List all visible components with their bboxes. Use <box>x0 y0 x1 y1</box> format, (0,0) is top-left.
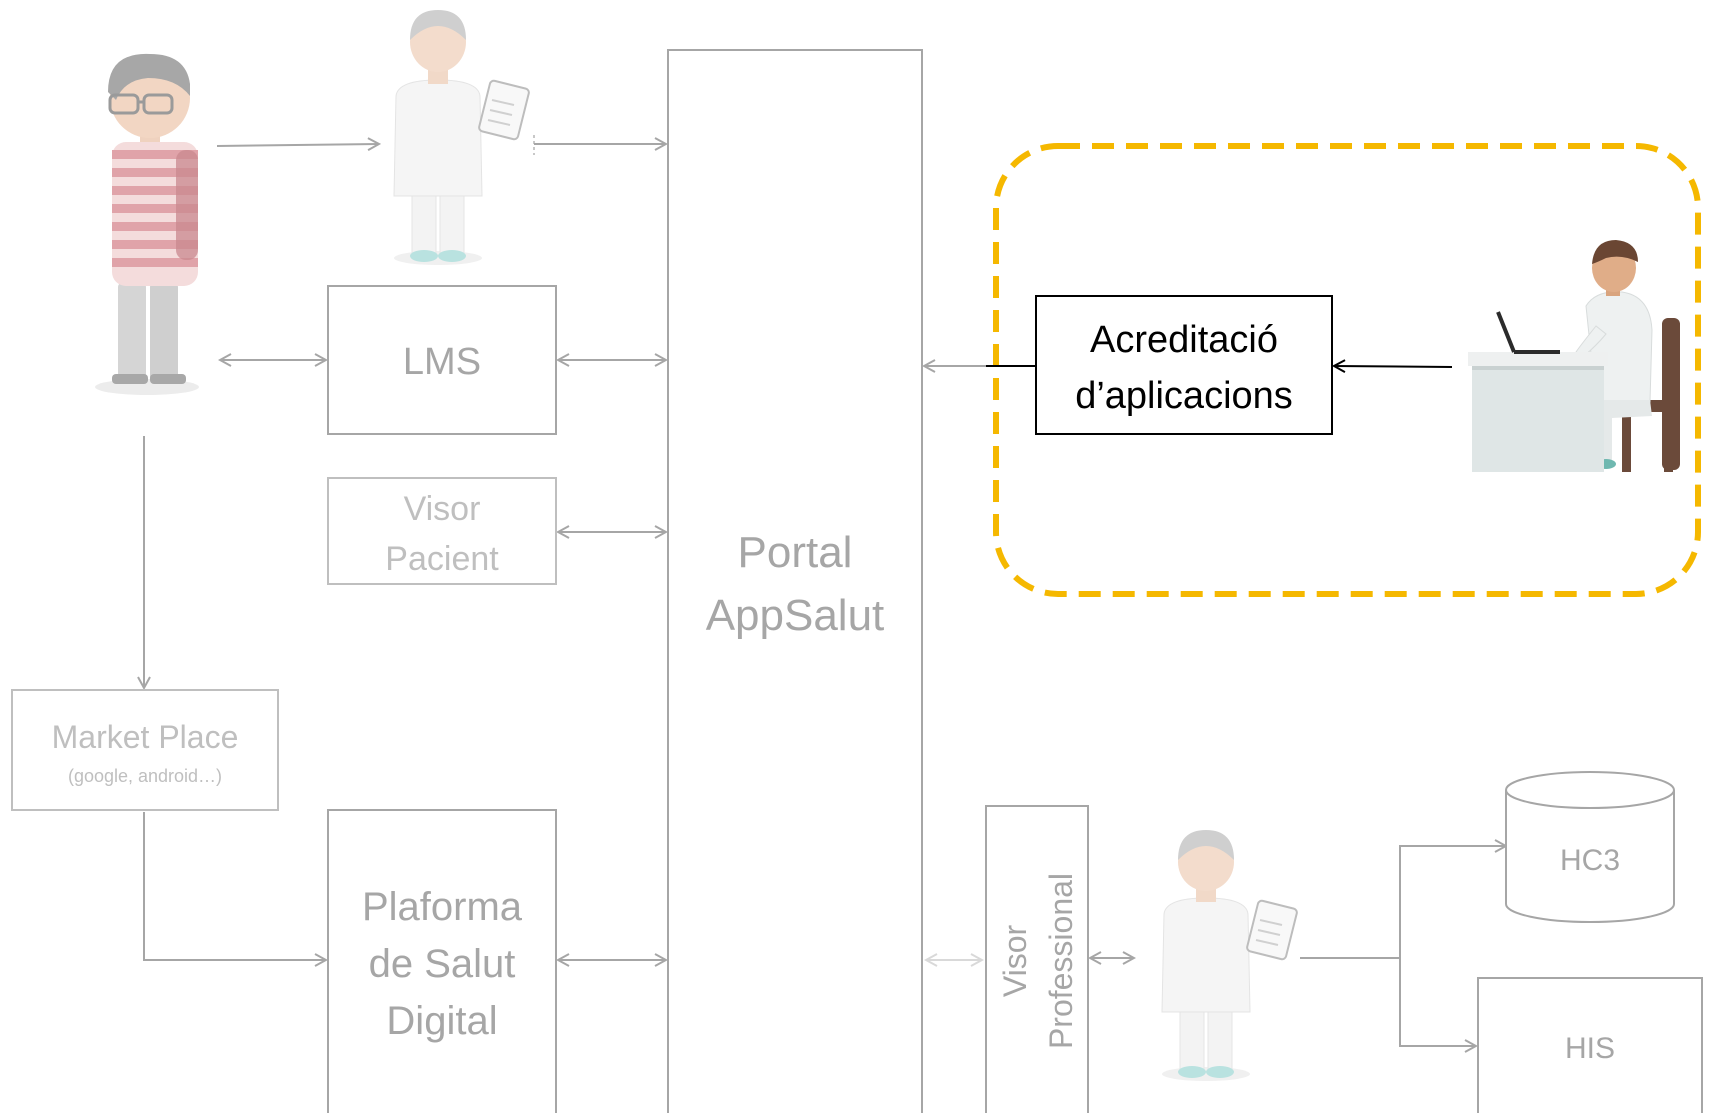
plataforma-label-1: Plaforma <box>362 885 523 929</box>
visor-professional-label-1: Visor <box>997 924 1033 997</box>
visor-pacient-label-2: Pacient <box>385 540 499 578</box>
database-icon: HC3 <box>1505 771 1675 923</box>
market-place-node: Market Place (google, android…) <box>11 689 279 811</box>
highlight-region <box>993 143 1701 597</box>
doctor-to-his-arrow <box>1399 958 1476 1046</box>
plataforma-label-3: Digital <box>386 999 497 1043</box>
doctor-desk-to-acreditacio-arrow <box>1334 366 1453 367</box>
doctor-tablet-icon-lower <box>1161 830 1298 1081</box>
plataforma-label-2: de Salut <box>369 942 516 986</box>
lms-label: LMS <box>403 341 481 383</box>
plataforma-node: Plaforma de Salut Digital <box>327 809 557 1113</box>
portal-appsalut-node: Portal AppSalut <box>667 49 923 1113</box>
hc3-label: HC3 <box>1560 844 1620 877</box>
doctor-desk-icon <box>1468 240 1680 472</box>
acreditacio-label-2: d’aplicacions <box>1075 375 1293 417</box>
patient-icon <box>95 53 199 395</box>
visor-pacient-node: Visor Pacient <box>327 477 557 585</box>
his-node: HIS <box>1477 977 1703 1113</box>
doctor-tablet-icon <box>393 10 530 265</box>
acreditacio-node: Acreditació d’aplicacions <box>1035 295 1333 435</box>
his-label: HIS <box>1565 1032 1615 1065</box>
doctor-to-hc3-arrow <box>1300 846 1506 959</box>
acreditacio-label-1: Acreditació <box>1090 319 1278 361</box>
visor-pacient-label-1: Visor <box>404 490 481 528</box>
visor-professional-node: Visor Professional <box>985 805 1089 1113</box>
visor-professional-label-2: Professional <box>1043 873 1079 1049</box>
market-place-title: Market Place <box>52 719 239 755</box>
patient-to-doctor-arrow <box>216 144 379 146</box>
portal-label-1: Portal <box>738 528 853 577</box>
market-to-plataforma-arrow <box>143 812 326 960</box>
portal-label-2: AppSalut <box>706 591 885 640</box>
market-place-subtitle: (google, android…) <box>68 766 222 786</box>
lms-node: LMS <box>327 285 557 435</box>
